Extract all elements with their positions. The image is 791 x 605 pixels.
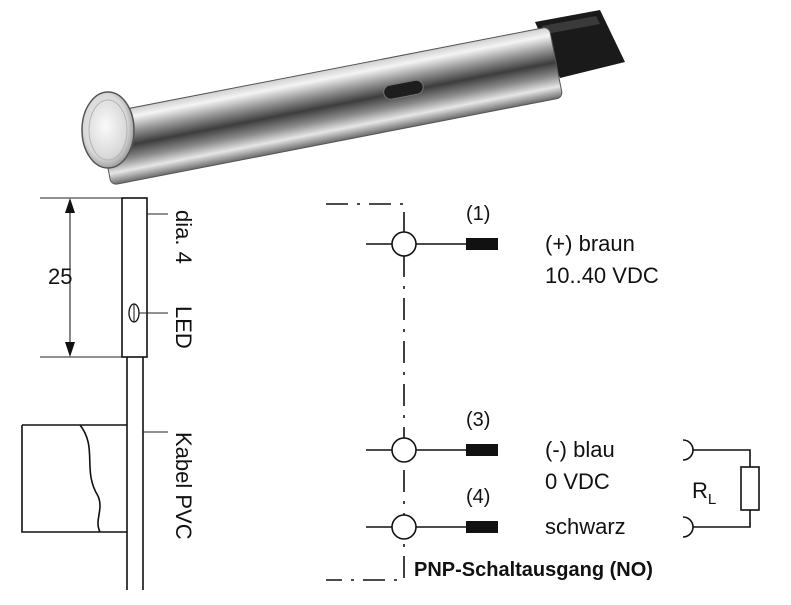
- wiring-schematic: (1) (+) braun 10..40 VDC (3) (-) blau 0 …: [326, 203, 760, 581]
- pin-3-voltage: 0 VDC: [545, 469, 610, 494]
- pin-1-number: (1): [466, 203, 490, 225]
- sensor-face-photo: [81, 91, 135, 169]
- pin-1-voltage: 10..40 VDC: [545, 263, 659, 288]
- pin-1: (1) (+) braun 10..40 VDC: [366, 203, 659, 288]
- pin-3-label: (-) blau: [545, 437, 615, 462]
- dimension-drawing: 25 dia. 4 LED Kabel PVC: [21, 197, 196, 590]
- pin-1-terminal: [466, 238, 498, 250]
- load-label: RL: [692, 478, 716, 508]
- load-resistor: [740, 466, 760, 511]
- load-resistor-circuit: RL: [682, 439, 760, 538]
- led-window-photo: [383, 79, 424, 100]
- diameter-label: dia. 4: [171, 210, 196, 264]
- output-type-title: PNP-Schaltausgang (NO): [414, 559, 653, 581]
- sensor-body-photo: [98, 27, 562, 185]
- sensor-body-outline: [121, 197, 148, 358]
- pin-4-terminal: [466, 521, 498, 533]
- pin-4-label: schwarz: [545, 514, 626, 539]
- pin-4-number: (4): [466, 486, 490, 508]
- pin-4: (4) schwarz: [366, 486, 626, 540]
- pin-1-label: (+) braun: [545, 231, 635, 256]
- cable-break-block: [21, 424, 127, 533]
- cable-label: Kabel PVC: [171, 432, 196, 540]
- sensor-photo: [81, 10, 625, 185]
- length-dimension: 25: [48, 264, 72, 289]
- pin-3-terminal: [466, 444, 498, 456]
- pin-3: (3) (-) blau 0 VDC: [366, 409, 615, 494]
- led-label: LED: [171, 306, 196, 349]
- pin-3-number: (3): [466, 409, 490, 431]
